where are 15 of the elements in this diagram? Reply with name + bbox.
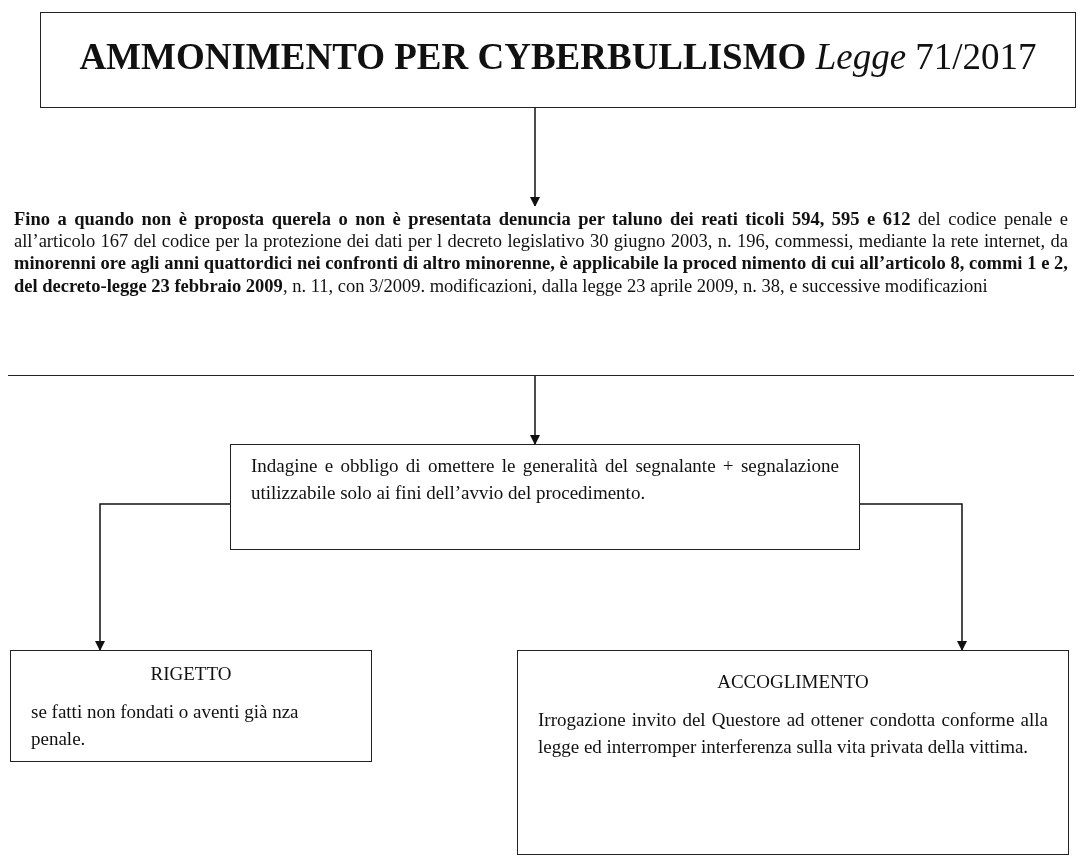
box-heading: ACCOGLIMENTO	[716, 671, 870, 693]
arrow	[95, 503, 231, 651]
process-box	[10, 650, 372, 762]
arrow	[859, 503, 967, 651]
box-heading: RIGETTO	[149, 663, 233, 685]
box-text: Indagine e obbligo di omettere le generalità del segnalante + segnalazione utilizzabile solo ai fini dell’avvio del procedimento.	[251, 454, 839, 505]
process-box	[517, 650, 1069, 855]
arrow	[530, 375, 540, 445]
title-text: AMMONIMENTO PER CYBERBULLISMO Legge 71/2017	[78, 35, 1038, 78]
box-text: Irrogazione invito del Questore ad ottener condotta conforme alla legge ed interromper interferenza sulla vita privata della vittima.	[538, 708, 1048, 759]
process-box	[230, 444, 860, 550]
box-text: se fatti non fondati o aventi già nza penale.	[31, 700, 300, 751]
paragraph-text: Fino a quando non è proposta querela o non è presentata denuncia per taluno dei reati ticoli 594, 595 e 612 del codice penale e all’articolo 167 del codice per la protezione dei dati per l decreto legislativo 30 giugno 2003, n. 196, commessi, mediante la rete internet, da minorenni ore agli anni quattordici nei confronti di altro minorenne, è applicabile la proced nimento di cui all’articolo 8, commi 1 e 2, del decreto-legge 23 febbraio 2009, n. 11, con 3/2009. modificazioni, dalla legge 23 aprile 2009, n. 38, e successive modificazioni	[14, 208, 1068, 297]
title-box	[40, 12, 1076, 108]
arrow	[530, 107, 540, 207]
